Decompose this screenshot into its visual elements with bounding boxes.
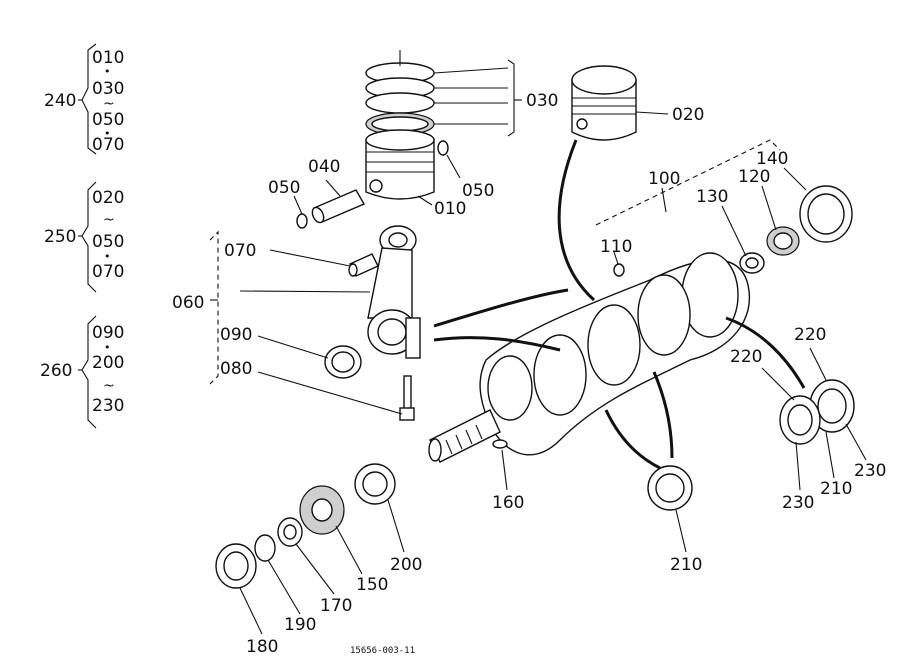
dot-symbol: • (104, 250, 111, 263)
label-210-center: 210 (670, 555, 702, 575)
label-060: 060 (172, 293, 204, 313)
label-050: 050 (92, 232, 124, 252)
label-160: 160 (492, 493, 524, 513)
drawing-code: 15656-003-11 (350, 646, 415, 656)
label-200-bearing: 200 (390, 555, 422, 575)
label-020-piston: 020 (672, 105, 704, 125)
label-090: 090 (92, 323, 124, 343)
connecting-rod-060 (367, 225, 421, 359)
label-200: 200 (92, 353, 124, 373)
label-120: 120 (738, 167, 770, 187)
label-180: 180 (246, 637, 278, 657)
label-210-right: 210 (820, 479, 852, 499)
bearing-120 (766, 226, 800, 256)
main-bearing-210-center (647, 465, 693, 511)
assembly-arrows (433, 139, 806, 470)
label-050: 050 (92, 110, 124, 130)
label-220-left: 220 (730, 347, 762, 367)
label-020: 020 (92, 188, 124, 208)
bearing-130 (739, 252, 765, 274)
label-240: 240 (44, 91, 76, 111)
collar-170 (277, 517, 303, 547)
bearing-090 (324, 345, 362, 379)
dot-symbol: • (104, 341, 111, 354)
label-040: 040 (308, 157, 340, 177)
label-170: 170 (320, 596, 352, 616)
label-140: 140 (756, 149, 788, 169)
gear-150 (299, 485, 345, 535)
crankshaft-100 (428, 252, 751, 463)
label-220-right: 220 (794, 325, 826, 345)
label-030: 030 (92, 79, 124, 99)
key-160 (492, 439, 508, 449)
label-070: 070 (92, 135, 124, 155)
label-090-bearing: 090 (220, 325, 252, 345)
o-ring-190 (254, 534, 276, 562)
bolt-080 (399, 375, 415, 421)
label-080: 080 (220, 359, 252, 379)
label-050-right: 050 (462, 181, 494, 201)
label-150: 150 (356, 575, 388, 595)
housing-140 (799, 185, 853, 243)
dot-symbol: • (104, 127, 111, 140)
label-010: 010 (92, 48, 124, 68)
label-230: 230 (92, 396, 124, 416)
bearing-case-220 (779, 379, 855, 445)
label-070-bush: 070 (224, 241, 256, 261)
piston-020 (571, 65, 637, 141)
label-030-ring: 030 (526, 91, 558, 111)
group-250-bracket (78, 181, 97, 293)
bush-070 (348, 253, 379, 277)
label-130: 130 (696, 187, 728, 207)
bushing-180 (215, 543, 257, 589)
label-050-left: 050 (268, 178, 300, 198)
dot-symbol: • (104, 65, 111, 78)
tilde-symbol: ~ (103, 378, 115, 394)
circlip-050-left (296, 213, 308, 229)
tilde-symbol: ~ (103, 96, 115, 112)
tilde-symbol: ~ (103, 212, 115, 228)
label-070: 070 (92, 262, 124, 282)
piston-rings (365, 50, 435, 136)
circlip-050-right (437, 140, 449, 156)
group-260-bracket (78, 315, 97, 429)
part-labels: 010 • 030 ~ 050 • 070 240 020 ~ 050 • 07… (40, 48, 886, 657)
label-230-right: 230 (854, 461, 886, 481)
label-230-bottom: 230 (782, 493, 814, 513)
bearing-200 (354, 463, 396, 505)
label-250: 250 (44, 227, 76, 247)
label-110: 110 (600, 237, 632, 257)
label-190: 190 (284, 615, 316, 635)
leader-lines (209, 59, 867, 635)
label-010-piston: 010 (434, 199, 466, 219)
label-100: 100 (648, 169, 680, 189)
piston-010 (365, 129, 435, 200)
group-240-bracket (78, 43, 97, 155)
label-260: 260 (40, 361, 72, 381)
piston-pin-040 (311, 189, 365, 224)
